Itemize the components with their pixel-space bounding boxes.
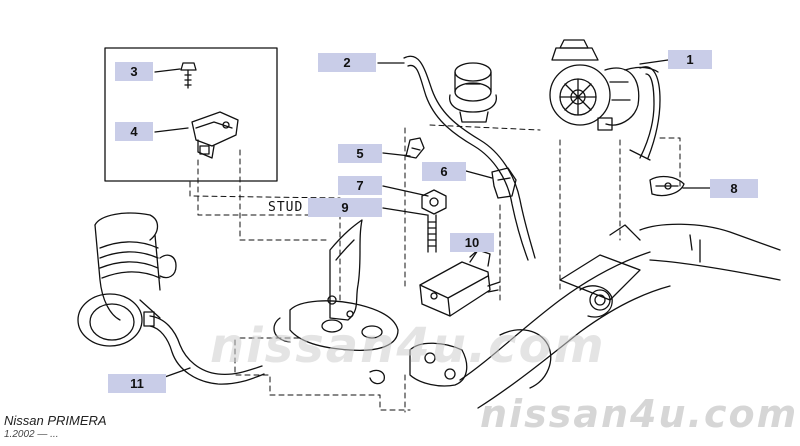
callout-part-5: 5 <box>338 144 382 163</box>
sensor-part-4 <box>191 111 239 159</box>
bolt-part-3 <box>180 62 197 89</box>
callout-part-3: 3 <box>115 62 153 81</box>
stud-part-9 <box>427 214 437 253</box>
callout-part-1: 1 <box>668 50 712 69</box>
callout-part-7: 7 <box>338 176 382 195</box>
stud-label: STUD <box>268 200 304 215</box>
hose-part-2 <box>403 55 536 261</box>
callout-label: 9 <box>341 200 349 215</box>
inset-box <box>104 47 278 182</box>
callout-label: 6 <box>440 164 448 179</box>
clip-part-5 <box>405 137 425 159</box>
callout-label: 4 <box>130 124 138 139</box>
callout-label: 1 <box>686 52 694 67</box>
bracket-part-6 <box>491 167 517 199</box>
callout-part-4: 4 <box>115 122 153 141</box>
vehicle-date: 1.2002 — ... <box>4 429 59 440</box>
callout-label: 8 <box>730 181 738 196</box>
callout-part-9: 9 <box>308 198 382 217</box>
air-intake-duct <box>77 212 177 347</box>
front-pipe-flange <box>369 342 468 387</box>
callout-label: 5 <box>356 146 364 161</box>
hose-part-11 <box>143 311 265 385</box>
watermark-center: nissan4u.com <box>210 318 606 374</box>
exhaust-flange <box>273 300 399 351</box>
vehicle-model: Nissan PRIMERA <box>4 413 107 428</box>
callout-part-6: 6 <box>422 162 466 181</box>
vacuum-canister <box>449 62 497 123</box>
hose-part-1 <box>629 66 661 161</box>
callout-part-2: 2 <box>318 53 376 72</box>
clamp-part-8 <box>649 175 685 197</box>
callout-label: 10 <box>464 235 480 250</box>
watermark-corner: nissan4u.com <box>480 392 799 436</box>
callout-label: 7 <box>356 178 364 193</box>
callout-label: 11 <box>130 376 144 391</box>
heat-shield <box>327 219 363 321</box>
callout-part-11: 11 <box>108 374 166 393</box>
air-pump <box>549 39 659 131</box>
callout-label: 3 <box>130 64 138 79</box>
valve-part-10 <box>419 249 501 317</box>
callout-part-10: 10 <box>450 233 494 252</box>
nut-part-7 <box>421 189 447 215</box>
callout-label: 2 <box>343 55 351 70</box>
assembly-lines <box>189 124 681 413</box>
callout-part-8: 8 <box>710 179 758 198</box>
exhaust-pipe <box>459 223 781 409</box>
vehicle-caption: Nissan PRIMERA 1.2002 — ... <box>4 413 107 440</box>
